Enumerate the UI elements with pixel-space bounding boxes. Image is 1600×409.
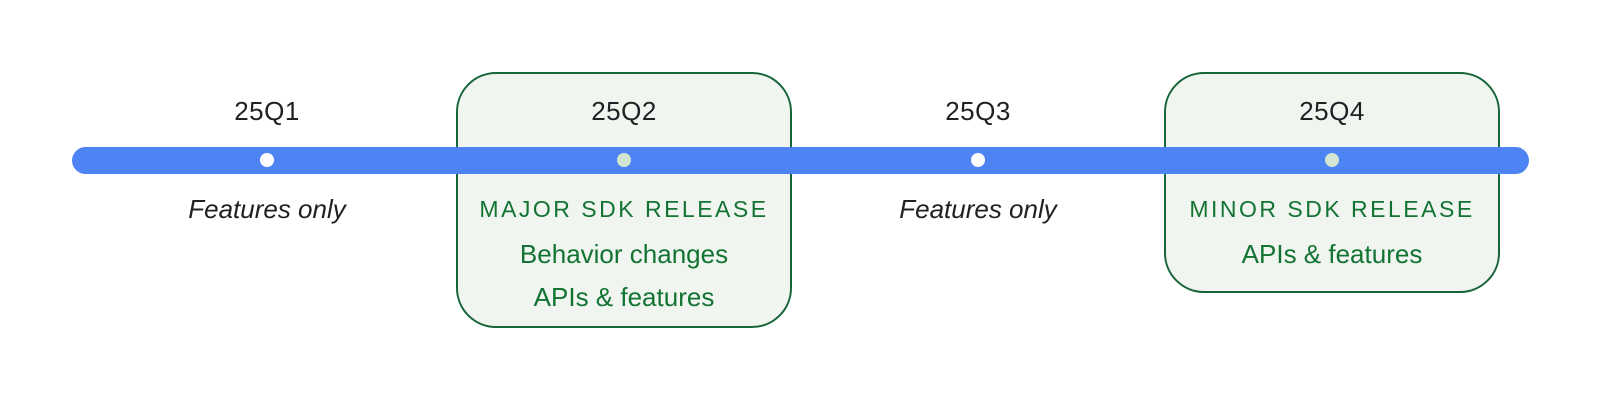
timeline-dot-25q4 bbox=[1325, 153, 1339, 167]
timeline-dot-25q2 bbox=[617, 153, 631, 167]
release-heading-25q2: MAJOR SDK RELEASE bbox=[479, 196, 769, 222]
quarter-label-25q1: 25Q1 bbox=[234, 96, 300, 126]
release-detail-25q4-apis-features: APIs & features bbox=[1241, 239, 1423, 269]
release-heading-25q4: MINOR SDK RELEASE bbox=[1189, 196, 1475, 222]
release-box-25q4 bbox=[1164, 72, 1500, 293]
quarter-label-25q4: 25Q4 bbox=[1299, 96, 1365, 126]
quarter-note-25q1: Features only bbox=[188, 194, 346, 224]
release-detail-25q2-apis-features: APIs & features bbox=[533, 282, 715, 312]
timeline-bar bbox=[72, 147, 1529, 174]
timeline-dot-25q3 bbox=[971, 153, 985, 167]
timeline-dot-25q1 bbox=[260, 153, 274, 167]
release-box-25q2 bbox=[456, 72, 792, 328]
quarter-label-25q2: 25Q2 bbox=[591, 96, 657, 126]
quarter-note-25q3: Features only bbox=[899, 194, 1057, 224]
quarter-label-25q3: 25Q3 bbox=[945, 96, 1011, 126]
release-detail-25q2-behavior-changes: Behavior changes bbox=[519, 239, 729, 269]
